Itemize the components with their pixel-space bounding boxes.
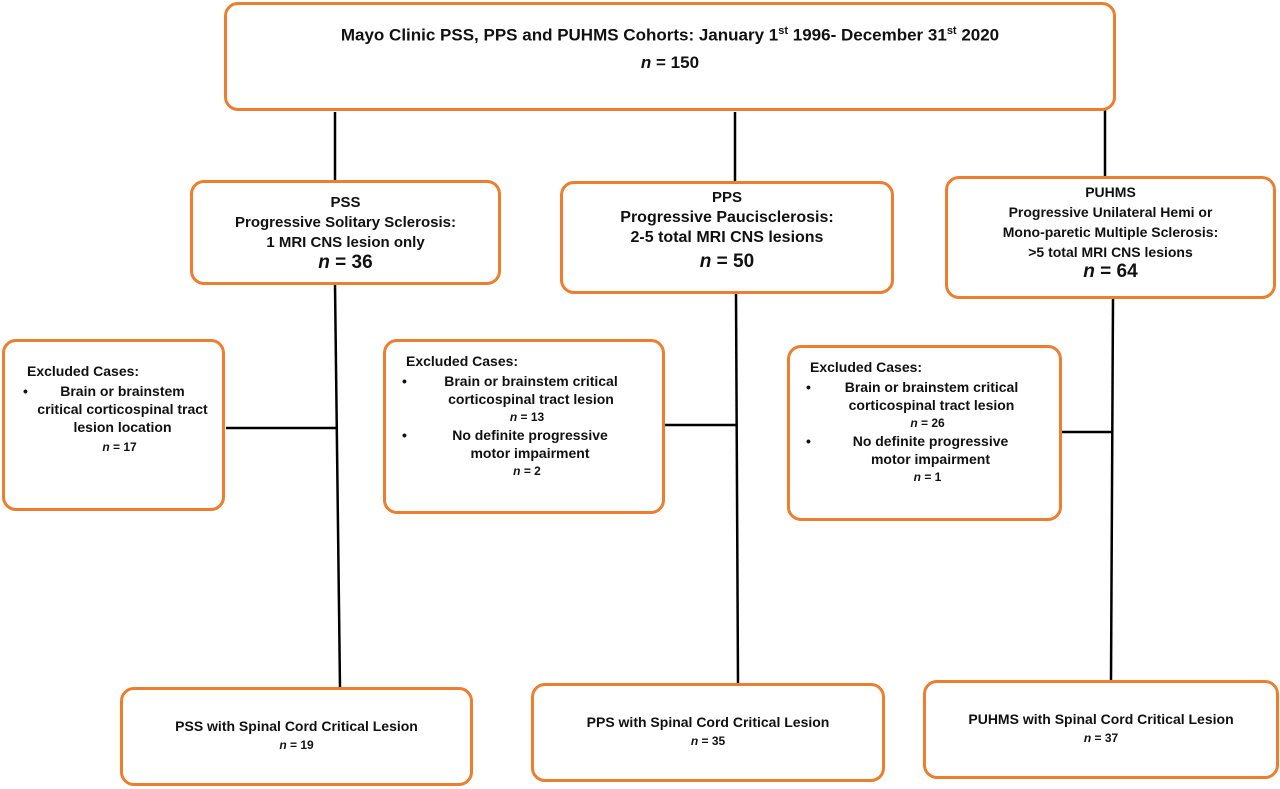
pps-final-count: n = 35 [690, 734, 726, 748]
excluded-list: Brain or brainstem critical corticospina… [806, 378, 1045, 414]
excluded-count: n = 2 [513, 464, 541, 478]
excluded-list: Brain or brainstem critical corticospina… [23, 382, 212, 436]
puhms-final-label: PUHMS with Spinal Cord Critical Lesion [968, 711, 1234, 727]
puhms-abbr: PUHMS [1085, 184, 1136, 200]
pss-abbr: PSS [330, 194, 361, 211]
excluded-reason-no-progression: No definite progressive motor impairment [806, 432, 1045, 468]
excluded-reason-no-progression: No definite progressive motor impairment [402, 426, 648, 462]
pps-criteria: 2-5 total MRI CNS lesions [630, 229, 824, 246]
pps-count: n = 50 [699, 251, 755, 272]
excluded-heading: Excluded Cases: [27, 363, 140, 379]
puhms-excluded-box: Excluded Cases: Brain or brainstem criti… [787, 345, 1062, 521]
pss-definition: Progressive Solitary Sclerosis: [235, 214, 456, 231]
excluded-list: Brain or brainstem critical corticospina… [402, 372, 648, 408]
puhms-final-box: PUHMS with Spinal Cord Critical Lesion n… [923, 680, 1279, 779]
pps-box: PPS Progressive Paucisclerosis: 2-5 tota… [560, 181, 894, 294]
excluded-reason-cst-lesion: Brain or brainstem critical corticospina… [806, 378, 1045, 414]
excluded-heading: Excluded Cases: [406, 353, 519, 369]
pss-box: PSS Progressive Solitary Sclerosis: 1 MR… [190, 180, 501, 285]
excluded-count: n = 1 [913, 470, 942, 484]
pss-final-count: n = 19 [279, 738, 314, 752]
puhms-criteria: >5 total MRI CNS lesions [1028, 244, 1193, 260]
puhms-box: PUHMS Progressive Unilateral Hemi or Mon… [945, 176, 1276, 299]
excluded-count: n = 17 [102, 440, 137, 454]
pss-criteria: 1 MRI CNS lesion only [266, 234, 425, 251]
cohort-total-count: n = 150 [640, 53, 700, 72]
excluded-count: n = 26 [910, 416, 945, 430]
cohort-total-box: Mayo Clinic PSS, PPS and PUHMS Cohorts: … [224, 2, 1116, 111]
excluded-heading: Excluded Cases: [810, 359, 923, 375]
puhms-definition-1: Progressive Unilateral Hemi or [1008, 204, 1213, 220]
pps-final-label: PPS with Spinal Cord Critical Lesion [586, 714, 830, 730]
puhms-final-count: n = 37 [1083, 731, 1119, 745]
excluded-list: No definite progressive motor impairment [806, 432, 1045, 468]
cohort-title: Mayo Clinic PSS, PPS and PUHMS Cohorts: … [340, 25, 1000, 45]
pss-excluded-box: Excluded Cases: Brain or brainstem criti… [2, 339, 225, 511]
puhms-count: n = 64 [1083, 261, 1138, 282]
pps-final-box: PPS with Spinal Cord Critical Lesion n =… [531, 683, 885, 782]
excluded-reason-cst-lesion: Brain or brainstem critical corticospina… [402, 372, 648, 408]
excluded-list: No definite progressive motor impairment [402, 426, 648, 462]
pps-abbr: PPS [711, 189, 742, 206]
pps-excluded-box: Excluded Cases: Brain or brainstem criti… [383, 339, 665, 514]
excluded-reason-cst-lesion: Brain or brainstem critical corticospina… [23, 382, 212, 436]
pss-count: n = 36 [318, 252, 373, 273]
pss-final-label: PSS with Spinal Cord Critical Lesion [175, 718, 418, 734]
excluded-count: n = 13 [509, 410, 545, 424]
pps-definition: Progressive Paucisclerosis: [620, 209, 834, 226]
puhms-definition-2: Mono-paretic Multiple Sclerosis: [1002, 224, 1219, 240]
pss-final-box: PSS with Spinal Cord Critical Lesion n =… [120, 687, 473, 786]
